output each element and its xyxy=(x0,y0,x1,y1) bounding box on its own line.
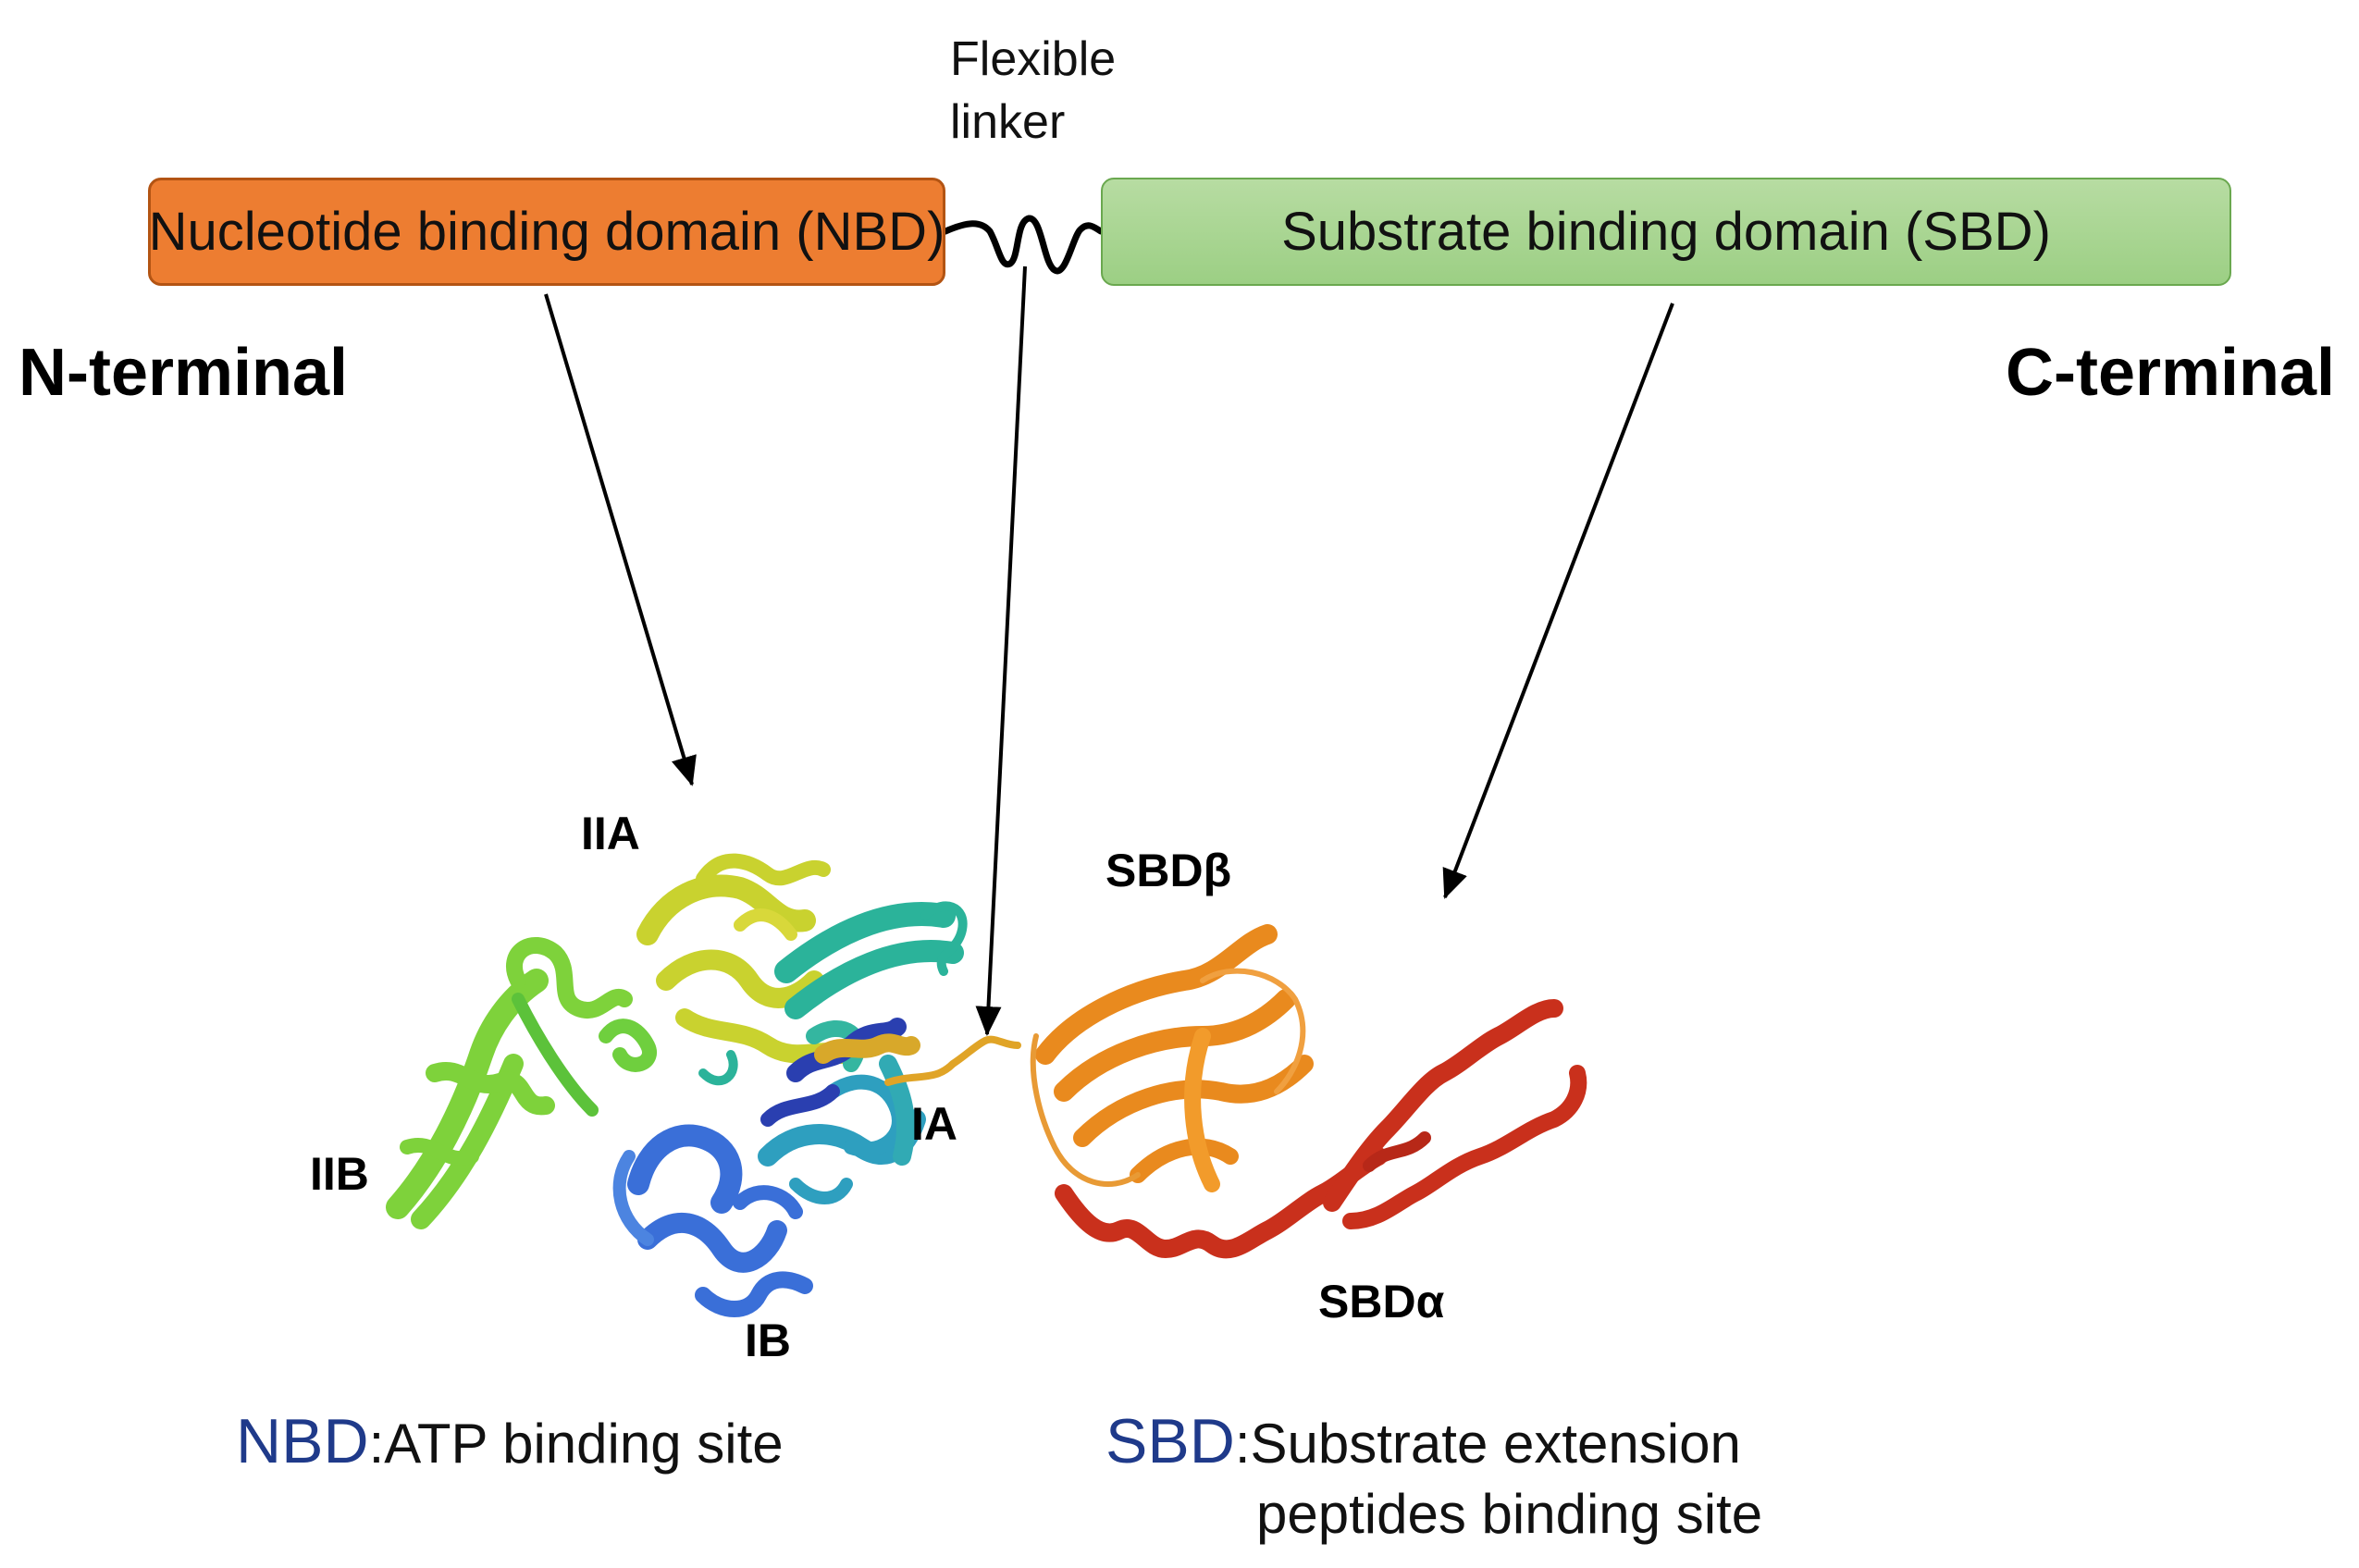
sbd-caption-text-line2: peptides binding site xyxy=(1256,1483,1763,1545)
linker-arrow xyxy=(975,265,1027,1036)
n-terminal-label: N-terminal xyxy=(19,336,349,410)
subdomain-ia-label: IA xyxy=(911,1098,957,1150)
nbd-arrow xyxy=(544,293,697,786)
flexible-linker-squiggle xyxy=(942,215,1105,275)
nbd-domain-label: Nucleotide binding domain (NBD) xyxy=(148,202,945,262)
subdomain-sbd-beta-ribbon xyxy=(1030,924,1314,1192)
subdomain-sbd-alpha-label: SBDα xyxy=(1318,1276,1445,1327)
sbd-arrow xyxy=(1442,302,1674,899)
subdomain-ib-ribbon xyxy=(612,1124,813,1317)
sbd-caption-text-line1: :Substrate extension xyxy=(1234,1413,1741,1475)
subdomain-ib-label: IB xyxy=(745,1315,791,1366)
linker-helix-ribbon xyxy=(814,1033,920,1064)
sbd-caption: SBD:Substrate extension peptides binding… xyxy=(1105,1406,1762,1549)
sbd-domain-box: Substrate binding domain (SBD) xyxy=(1101,178,2231,286)
c-terminal-label: C-terminal xyxy=(2006,336,2336,410)
linker-ribbon xyxy=(884,1035,1021,1086)
nbd-caption: NBD:ATP binding site xyxy=(236,1406,784,1479)
subdomain-ia-ribbon xyxy=(758,1055,926,1204)
flexible-linker-label: Flexible linker xyxy=(950,28,1116,154)
linker-label-line2: linker xyxy=(950,95,1066,149)
teal-beta-sheet-ribbon xyxy=(698,901,968,1086)
subdomain-sbd-beta-label: SBDβ xyxy=(1105,845,1232,896)
subdomain-sbd-alpha-ribbon xyxy=(1055,999,1587,1259)
subdomain-iib-label: IIB xyxy=(310,1148,369,1200)
subdomain-iia-label: IIA xyxy=(581,808,640,859)
nbd-domain-box: Nucleotide binding domain (NBD) xyxy=(148,178,945,286)
nbd-caption-text: :ATP binding site xyxy=(368,1413,784,1475)
sbd-domain-label: Substrate binding domain (SBD) xyxy=(1281,202,2051,262)
subdomain-iib-ribbon xyxy=(386,937,657,1229)
sbd-caption-abbr: SBD xyxy=(1105,1406,1235,1476)
nbd-caption-abbr: NBD xyxy=(236,1406,369,1476)
linker-label-line1: Flexible xyxy=(950,32,1117,86)
protein-structure xyxy=(386,853,1587,1317)
